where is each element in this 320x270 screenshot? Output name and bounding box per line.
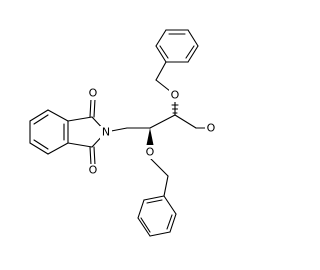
lower-ch2-to-ring-bond	[163, 175, 169, 197]
upper-benzyl-ring-to-ch2-bond	[155, 61, 167, 81]
chemical-structure: N O O O O O	[29, 29, 217, 237]
imide-upper-oxygen-label: O	[89, 87, 98, 100]
lower-ether-oxygen-label: O	[146, 146, 155, 159]
upper-phenyl-ring	[155, 29, 199, 63]
upper-carbonyl-double-bond	[89, 98, 96, 118]
lower-carbonyl-double-bond	[89, 146, 96, 166]
c3-solid-wedge	[146, 128, 154, 145]
phthalimide-nitrogen-label: N	[102, 126, 110, 139]
imide-lower-oxygen-label: O	[89, 164, 98, 177]
phthalimide-benzo-ring	[29, 109, 69, 155]
upper-carbonyl-to-ring-bond	[67, 116, 93, 122]
aldehyde-oxygen-label: O	[207, 122, 216, 135]
lower-carbonyl-to-ring-bond	[67, 142, 93, 148]
c2-to-cho-bond	[174, 114, 197, 129]
upper-ether-oxygen-label: O	[171, 89, 180, 102]
lower-o-to-ch2-bond	[149, 157, 169, 177]
lower-phenyl-ring	[137, 195, 177, 237]
c2-to-c3-bond	[149, 114, 176, 129]
